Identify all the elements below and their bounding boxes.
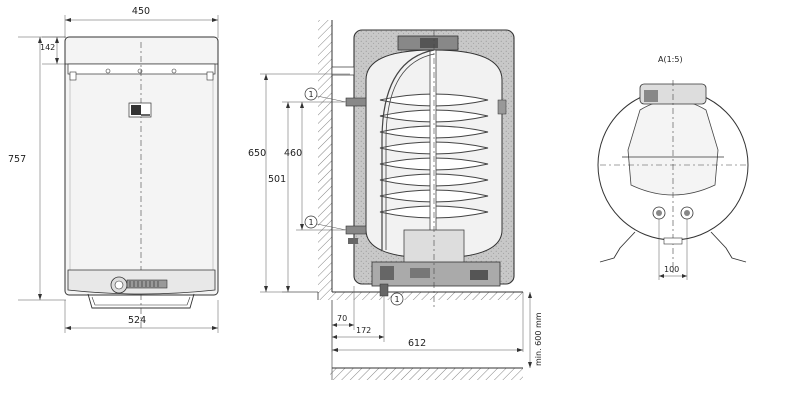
foot-left bbox=[599, 231, 636, 263]
callout-1-lower bbox=[304, 215, 318, 229]
dim-450-label: 450 bbox=[132, 6, 150, 17]
floor-hatch-upper bbox=[318, 292, 523, 300]
callout-1-lower-label: 1 bbox=[308, 218, 313, 227]
dim-757-label: 757 bbox=[8, 154, 26, 165]
dim-142-label: 142 bbox=[40, 43, 55, 52]
detail-view-a: A(1:5) 100 bbox=[597, 55, 749, 280]
floor-hatch-lower bbox=[330, 368, 523, 380]
wall-bracket bbox=[331, 66, 355, 76]
callout-1-bottom-label: 1 bbox=[394, 295, 399, 304]
pipe-connection-upper bbox=[345, 97, 367, 107]
foot-right bbox=[710, 231, 747, 263]
dim-524-label: 524 bbox=[128, 315, 146, 326]
detail-title: A(1:5) bbox=[658, 55, 683, 64]
control-strip bbox=[126, 279, 168, 289]
pipe-connection-lower bbox=[345, 225, 367, 235]
wall-hatch bbox=[318, 20, 332, 292]
callout-1-bottom bbox=[390, 292, 404, 306]
bottom-handle bbox=[87, 293, 195, 309]
heater-body-front bbox=[64, 36, 219, 296]
front-view: 450 142 757 bbox=[8, 6, 219, 333]
dim-172-label: 172 bbox=[356, 326, 371, 335]
dim-501-label: 501 bbox=[268, 174, 286, 185]
dim-100-label: 100 bbox=[664, 265, 679, 274]
inlet-pipe bbox=[381, 49, 435, 250]
dim-min600-label: min. 600 mm bbox=[534, 312, 543, 366]
dim-70-label: 70 bbox=[337, 314, 347, 323]
callout-1-upper bbox=[304, 87, 318, 101]
side-section-view: 1 1 1 650 501 460 70 bbox=[248, 20, 543, 380]
callout-1-upper-label: 1 bbox=[308, 90, 313, 99]
dim-460-label: 460 bbox=[284, 148, 302, 159]
dim-612-label: 612 bbox=[408, 338, 426, 349]
mounting-bracket bbox=[67, 63, 216, 75]
dim-650-label: 650 bbox=[248, 148, 266, 159]
